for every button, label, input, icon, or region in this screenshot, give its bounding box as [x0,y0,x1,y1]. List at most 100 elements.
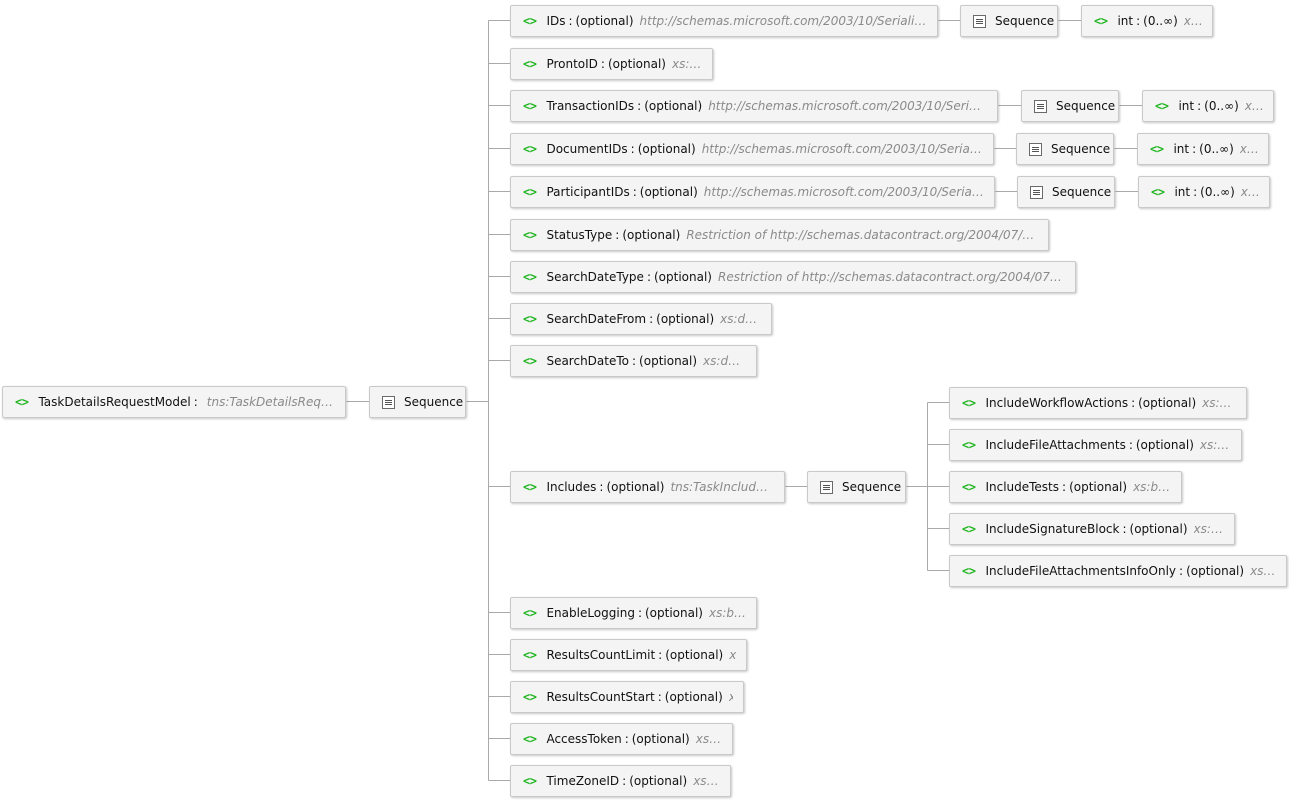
element-node-includesignatureblock[interactable]: <> IncludeSignatureBlock:(optional) xs:b… [949,513,1235,545]
element-modifier: (optional) [1135,438,1194,452]
sequence-node-includes[interactable]: Sequence [807,471,906,503]
element-modifier: (optional) [1129,522,1188,536]
sequence-icon [820,480,833,494]
element-node-searchdatefrom[interactable]: <> SearchDateFrom:(optional) xs:dateTime [510,303,772,335]
element-node-includetests[interactable]: <> IncludeTests:(optional) xs:boolean [949,471,1182,503]
element-modifier: (optional) [575,14,634,28]
root-sequence-node[interactable]: Sequence [369,386,466,418]
element-icon: <> [962,564,976,578]
element-node-transactionids[interactable]: <> TransactionIDs:(optional) http://sche… [510,90,998,122]
element-name: ProntoID [546,57,598,71]
element-modifier: (optional) [639,354,698,368]
element-type: http://schemas.microsoft.com/2003/10/Ser… [639,14,927,28]
element-modifier: (optional) [637,142,696,156]
element-name: DocumentIDs [546,142,628,156]
element-type: xs:int [729,648,736,662]
element-type: tns:TaskDetailsRequestModel [206,395,335,409]
element-node-timezoneid[interactable]: <> TimeZoneID:(optional) xs:string [510,765,731,797]
element-name: IncludeFileAttachments [985,438,1126,452]
element-name: SearchDateTo [546,354,629,368]
element-node-statustype[interactable]: <> StatusType:(optional) Restriction of … [510,219,1049,251]
element-icon: <> [523,270,537,284]
element-icon: <> [1150,142,1164,156]
int-node-transactionids[interactable]: <> int:(0..∞) xs:int [1142,90,1274,122]
element-modifier: (0..∞) [1204,99,1239,113]
element-name: ResultsCountLimit [546,648,656,662]
element-icon: <> [523,648,537,662]
element-icon: <> [523,142,537,156]
element-node-includefileattachmentsinfoonly[interactable]: <> IncludeFileAttachmentsInfoOnly:(optio… [949,555,1287,587]
element-modifier: (optional) [656,312,715,326]
element-node-searchdateto[interactable]: <> SearchDateTo:(optional) xs:dateTime [510,345,757,377]
element-name: ParticipantIDs [546,185,630,199]
element-name: IDs [546,14,566,28]
element-type: xs:boolean [1199,438,1231,452]
element-modifier: (optional) [607,57,666,71]
element-icon: <> [523,99,537,113]
element-node-documentids[interactable]: <> DocumentIDs:(optional) http://schemas… [510,133,994,165]
sequence-node-ids[interactable]: Sequence [960,5,1058,37]
element-icon: <> [523,606,537,620]
int-node-participantids[interactable]: <> int:(0..∞) xs:int [1138,176,1270,208]
element-type: Restriction of http://schemas.datacontra… [717,270,1065,284]
element-icon: <> [523,774,537,788]
element-node-enablelogging[interactable]: <> EnableLogging:(optional) xs:boolean [510,597,757,629]
element-type: xs:int [729,690,733,704]
element-modifier: (optional) [644,99,703,113]
element-name: int [1117,14,1134,28]
element-node-prontoid[interactable]: <> ProntoID:(optional) xs:string [510,48,713,80]
element-type: xs:boolean [1202,396,1236,410]
element-type: tns:TaskIncludesModel [670,480,774,494]
element-modifier: (optional) [664,690,723,704]
sequence-icon [1029,142,1042,156]
sequence-node-documentids[interactable]: Sequence [1016,133,1114,165]
element-modifier: (0..∞) [1199,142,1234,156]
element-type: http://schemas.microsoft.com/2003/10/Ser… [701,142,983,156]
element-icon: <> [523,228,537,242]
sequence-icon [1034,99,1047,113]
sequence-node-participantids[interactable]: Sequence [1017,176,1115,208]
int-node-documentids[interactable]: <> int:(0..∞) xs:int [1137,133,1269,165]
sequence-icon [382,395,395,409]
root-element-node[interactable]: <> TaskDetailsRequestModel: tns:TaskDeta… [2,386,346,418]
element-icon: <> [523,185,537,199]
element-modifier: (optional) [653,270,712,284]
element-modifier: (optional) [1186,564,1245,578]
int-node-ids[interactable]: <> int:(0..∞) xs:int [1081,5,1213,37]
element-icon: <> [523,480,537,494]
element-node-resultscountstart[interactable]: <> ResultsCountStart:(optional) xs:int [510,681,744,713]
element-node-searchdatetype[interactable]: <> SearchDateType:(optional) Restriction… [510,261,1076,293]
element-type: xs:int [1240,185,1259,199]
element-node-accesstoken[interactable]: <> AccessToken:(optional) xs:string [510,723,733,755]
element-icon: <> [1094,14,1108,28]
element-name: SearchDateType [546,270,644,284]
element-node-includeworkflowactions[interactable]: <> IncludeWorkflowActions:(optional) xs:… [949,387,1247,419]
element-icon: <> [523,690,537,704]
element-icon: <> [523,57,537,71]
element-modifier: (optional) [606,480,665,494]
element-modifier: (optional) [1069,480,1128,494]
element-name: int [1173,142,1190,156]
element-modifier: (optional) [639,185,698,199]
element-node-ids[interactable]: <> IDs:(optional) http://schemas.microso… [510,5,938,37]
element-icon: <> [15,395,29,409]
element-node-participantids[interactable]: <> ParticipantIDs:(optional) http://sche… [510,176,995,208]
element-name: StatusType [546,228,613,242]
element-node-resultscountlimit[interactable]: <> ResultsCountLimit:(optional) xs:int [510,639,747,671]
element-node-includefileattachments[interactable]: <> IncludeFileAttachments:(optional) xs:… [949,429,1242,461]
element-modifier: (0..∞) [1143,14,1178,28]
element-type: xs:dateTime [720,312,761,326]
element-icon: <> [1155,99,1169,113]
element-name: ResultsCountStart [546,690,655,704]
sequence-node-transactionids[interactable]: Sequence [1021,90,1119,122]
element-type: xs:string [671,57,702,71]
element-modifier: (optional) [622,228,681,242]
element-name: IncludeWorkflowActions [985,396,1129,410]
element-type: xs:dateTime [703,354,746,368]
element-name: AccessToken [546,732,622,746]
element-icon: <> [962,438,976,452]
element-name: IncludeTests [985,480,1060,494]
element-name: TimeZoneID [546,774,620,788]
element-node-includes[interactable]: <> Includes:(optional) tns:TaskIncludesM… [510,471,785,503]
element-icon: <> [962,396,976,410]
